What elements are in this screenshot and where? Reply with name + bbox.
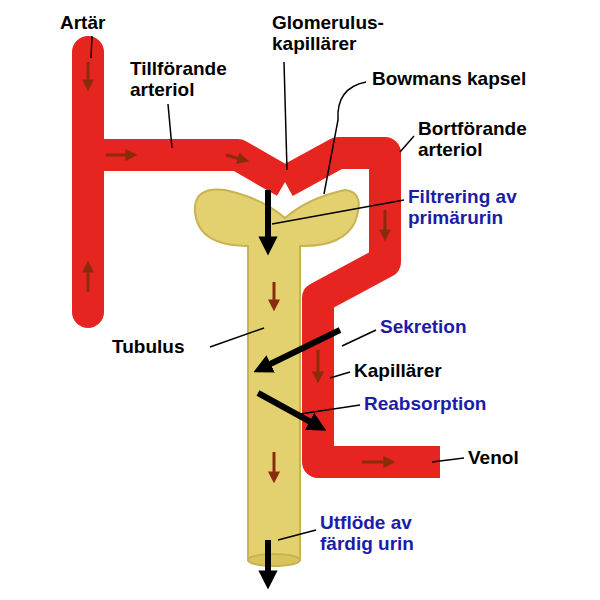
label-box: Tubulus (112, 336, 232, 357)
label-box: Glomerulus- kapillärer (272, 12, 412, 55)
part-label: Filtrering av primärurin (408, 186, 558, 229)
label-box: Bowmans kapsel (372, 68, 572, 89)
part-label: Bortförande arteriol (418, 118, 558, 161)
label-box: Filtrering av primärurin (408, 186, 558, 229)
leader-lines (91, 36, 464, 540)
part-label: Kapillärer (354, 360, 442, 381)
part-label: Artär (60, 12, 105, 33)
part-label: Venol (468, 447, 519, 468)
label-box: Tillförande arteriol (130, 58, 260, 101)
part-label: Sekretion (380, 316, 467, 337)
part-label: Bowmans kapsel (372, 68, 526, 89)
afferent-arteriol (88, 155, 285, 182)
flow-arrows (88, 62, 390, 478)
part-label: Tillförande arteriol (130, 58, 260, 101)
label-box: Utflöde av färdig urin (320, 512, 450, 555)
label-box: Bortförande arteriol (418, 118, 558, 161)
part-label: Utflöde av färdig urin (320, 512, 450, 555)
bowman-capsule-tubulus (195, 189, 359, 560)
label-box: Kapillärer (354, 360, 504, 381)
tubulus-end (248, 554, 300, 566)
label-box: Sekretion (380, 316, 530, 337)
label-box: Venol (468, 447, 568, 468)
part-label: Tubulus (112, 336, 184, 357)
part-label: Reabsorption (364, 393, 486, 414)
artery (72, 52, 104, 312)
label-box: Reabsorption (364, 393, 544, 414)
label-box: Artär (60, 12, 150, 33)
part-label: Glomerulus- kapillärer (272, 12, 412, 55)
